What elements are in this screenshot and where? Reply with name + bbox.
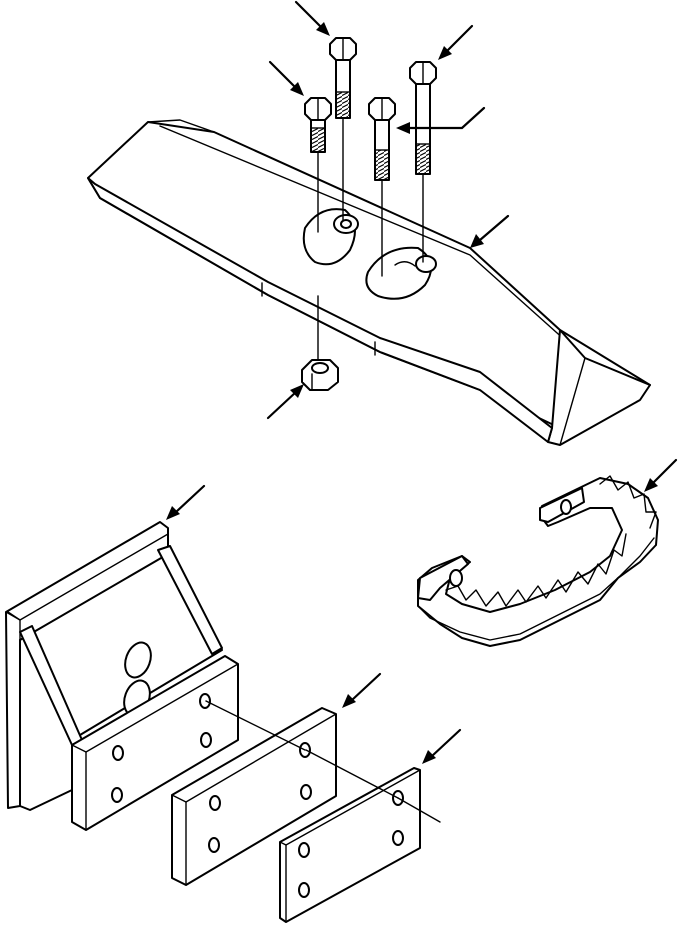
pocket-shadow <box>394 261 416 267</box>
retainer-clip <box>417 475 659 647</box>
mounting-plate-hole-2 <box>199 693 211 709</box>
callout-arrows-bottom <box>166 458 678 764</box>
gusset-right <box>157 545 223 655</box>
nut <box>301 295 339 391</box>
retainer-tab-front <box>417 555 469 601</box>
retainer-serration-lower <box>445 533 627 607</box>
shim-thin-hole-1 <box>298 842 310 858</box>
nut-hole <box>311 362 329 374</box>
bolt-1-thread <box>335 91 351 119</box>
alignment-lines <box>205 700 441 823</box>
bolt-4-thread <box>374 149 390 181</box>
bolt-3-thread <box>310 127 326 153</box>
cutting-edge-side-face <box>87 177 553 443</box>
bolt-2-thread <box>415 143 431 175</box>
mounting-plate <box>71 655 239 831</box>
mounting-plate-hole-4 <box>200 732 212 748</box>
retainer-bottom-edge <box>417 537 655 641</box>
shim-thin-hole-3 <box>298 882 310 898</box>
shim-thick-hole-4 <box>300 784 312 800</box>
callout-arrow-bolt-3 <box>268 60 298 90</box>
mounting-plate-hole-1 <box>112 745 124 761</box>
callout-arrow-shim-thin <box>430 728 462 758</box>
mounting-plate-hole-3 <box>111 787 123 803</box>
bolt-3 <box>304 97 332 233</box>
bolt-hole-front <box>415 255 437 273</box>
shim-thick-hole-3 <box>208 837 220 853</box>
nut-body <box>301 359 339 391</box>
callout-arrow-bolt-1 <box>294 0 324 30</box>
callout-arrow-shim-thick <box>350 672 382 702</box>
cutting-edge <box>87 119 651 446</box>
retainer-tab-rear-hole <box>560 499 572 515</box>
cutting-edge-tip-face <box>547 329 651 446</box>
callout-arrow-bolt-4 <box>406 106 486 130</box>
cutting-edge-tip-edge <box>559 357 586 446</box>
shim-thick-hole-1 <box>209 795 221 811</box>
adapter-bracket <box>5 521 239 831</box>
retainer-tab-front-hole <box>449 569 463 587</box>
shim-plate-thin-body <box>279 767 421 923</box>
callout-arrow-bolt-2 <box>444 24 474 54</box>
bolt-4 <box>368 97 396 277</box>
callout-arrow-cutting-edge <box>478 214 510 242</box>
cutting-edge-notch <box>261 282 376 356</box>
callout-arrow-retainer <box>650 458 678 486</box>
callout-arrow-nut <box>266 390 298 420</box>
bolt-1 <box>329 37 357 221</box>
bolt-hole-rear-inner <box>340 219 352 229</box>
retainer-serration-upper <box>599 475 657 529</box>
callout-arrows-top <box>266 0 510 420</box>
callout-arrow-bracket <box>174 484 206 514</box>
shim-thin-hole-4 <box>392 830 404 846</box>
shim-plate-thin <box>279 767 421 923</box>
back-plate-hole-upper <box>124 641 152 679</box>
cutting-edge-rear-ridge <box>147 119 215 133</box>
